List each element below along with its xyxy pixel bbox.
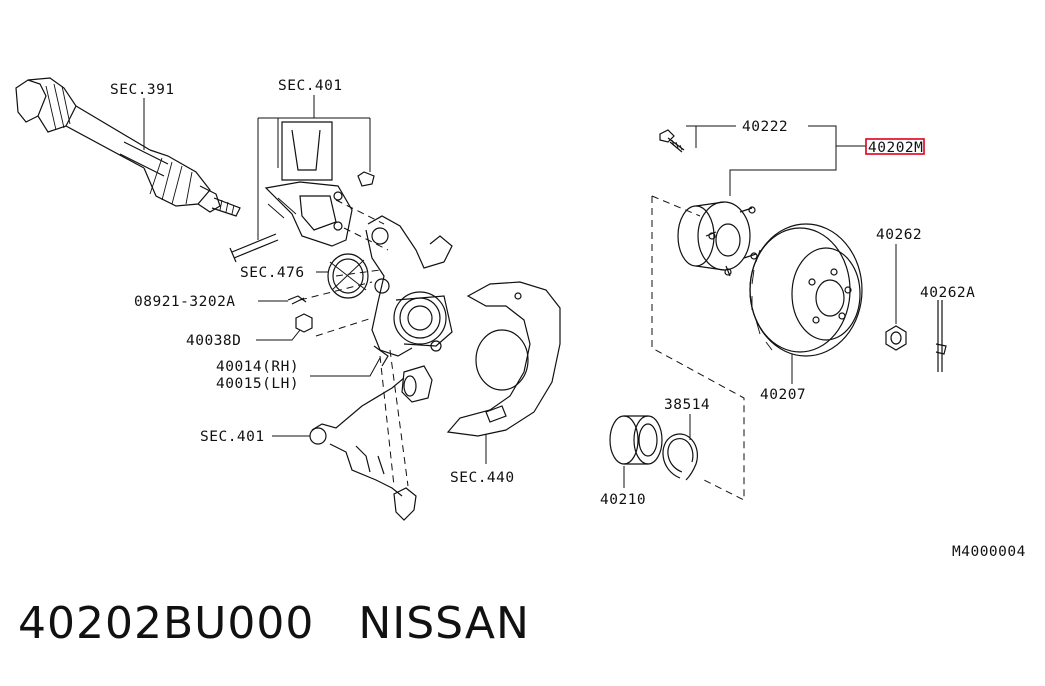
- label-sec-401-top: SEC.401: [278, 78, 343, 94]
- explode-guide-lines: [651, 195, 745, 501]
- label-sec-440: SEC.440: [450, 470, 515, 486]
- strut-illustration: [229, 95, 389, 263]
- label-sec-401-bottom: SEC.401: [200, 429, 265, 445]
- diagram-code: M4000004: [952, 544, 1026, 560]
- wheel-bearing-illustration: [609, 415, 663, 465]
- brake-rotor-illustration: [749, 223, 863, 357]
- hub-bolt-40222: [659, 129, 685, 153]
- hex-nut-40038d: [295, 313, 313, 333]
- label-40262a: 40262A: [920, 285, 975, 301]
- wheel-hub-illustration: [677, 201, 758, 277]
- lower-control-arm-illustration: [309, 349, 433, 521]
- dust-seal-ring: [327, 253, 369, 299]
- hub-nut-40262: [885, 325, 907, 351]
- drive-shaft-illustration: [15, 77, 241, 217]
- label-40202m: 40202M: [868, 140, 923, 156]
- snap-ring-illustration: [662, 433, 698, 481]
- cotter-pin-shape: [287, 295, 307, 305]
- label-08921-3202a: 08921-3202A: [134, 294, 236, 310]
- label-38514: 38514: [664, 397, 710, 413]
- label-40015-lh: 40015(LH): [216, 376, 299, 392]
- splash-shield-illustration: [446, 281, 561, 437]
- label-sec-476: SEC.476: [240, 265, 305, 281]
- part-caption: 40202BU000 NISSAN: [18, 598, 530, 649]
- label-40038d: 40038D: [186, 333, 241, 349]
- steering-knuckle-illustration: [299, 215, 453, 367]
- caption-brand: NISSAN: [358, 598, 530, 649]
- label-40207: 40207: [760, 387, 806, 403]
- cotter-pin-40262a: [935, 300, 947, 372]
- label-40262: 40262: [876, 227, 922, 243]
- label-40014-rh: 40014(RH): [216, 359, 299, 375]
- label-sec-391: SEC.391: [110, 82, 175, 98]
- label-40222: 40222: [742, 119, 788, 135]
- caption-part-number: 40202BU000: [18, 598, 315, 649]
- highlighted-part-callout: 40202M: [865, 138, 925, 156]
- label-40210: 40210: [600, 492, 646, 508]
